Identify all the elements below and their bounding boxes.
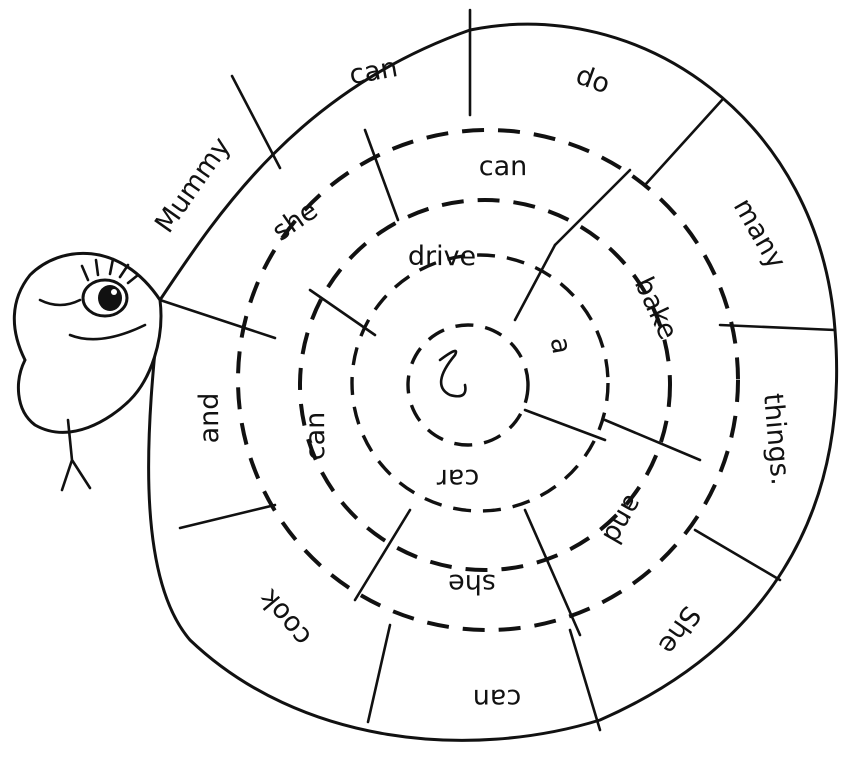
word-middle-can-1: can — [479, 151, 528, 182]
word-outer-can-2: can — [473, 683, 522, 714]
word-drive: drive — [408, 241, 476, 272]
snake-tongue-icon — [60, 418, 92, 492]
cell-dividers — [158, 8, 837, 732]
word-a: a — [544, 335, 577, 357]
word-middle-can-2: can — [300, 412, 331, 461]
word-car: car — [436, 463, 479, 494]
word-outer-and: and — [194, 393, 225, 444]
inner-ring-words: drive a car — [408, 241, 577, 494]
spiral-tracks — [236, 128, 740, 632]
snake-body — [12, 22, 839, 742]
word-middle-she-2: she — [448, 568, 496, 599]
